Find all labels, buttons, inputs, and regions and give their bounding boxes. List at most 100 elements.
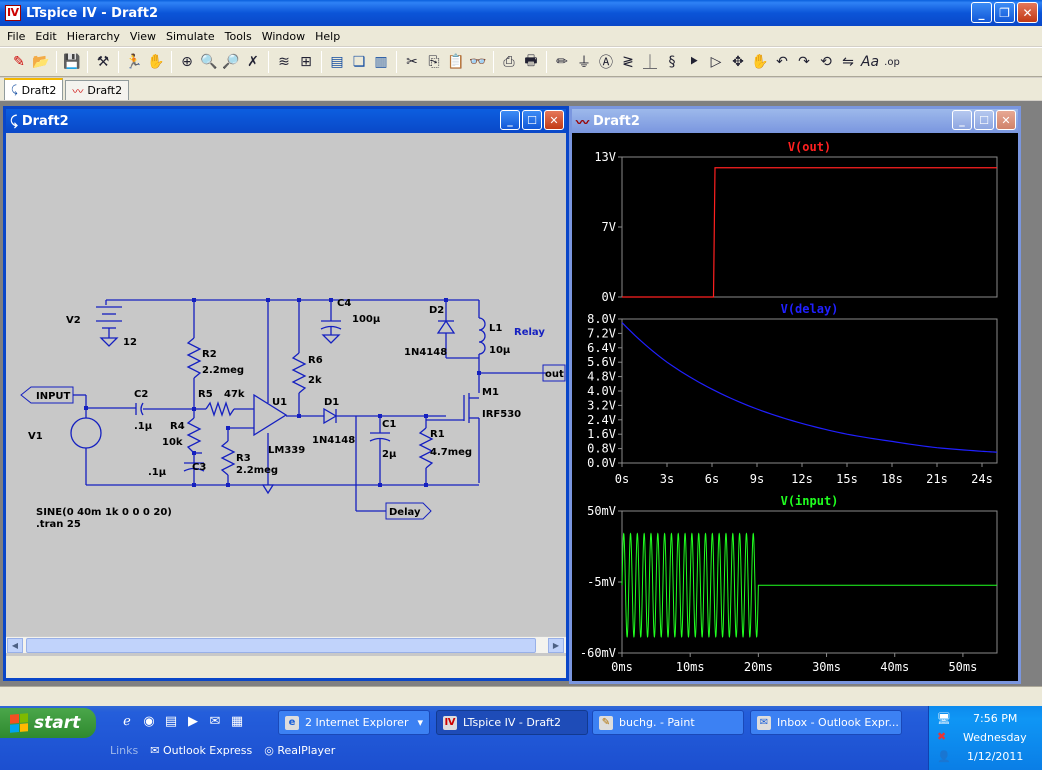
circuit-diagram[interactable]: V2 12 C4 100µ D2 1N4148 L1 10µ Relay out… — [6, 133, 566, 656]
zoom-in-icon[interactable]: 🔍 — [200, 54, 218, 70]
undo-icon[interactable]: ↶ — [776, 54, 788, 70]
draw-wire-icon[interactable]: ✏ — [556, 54, 568, 70]
restore-button[interactable]: ❐ — [994, 2, 1015, 23]
label-L1[interactable]: L1 — [489, 323, 502, 334]
menu-tools[interactable]: Tools — [224, 29, 252, 43]
alert-icon[interactable]: ✖ — [937, 730, 947, 743]
menu-edit[interactable]: Edit — [35, 29, 57, 43]
copy-icon[interactable]: ⎘ — [428, 54, 440, 70]
label-C4[interactable]: C4 — [337, 298, 351, 309]
label-R1[interactable]: R1 — [430, 429, 445, 440]
waveform-maximize-button[interactable]: ☐ — [974, 110, 994, 130]
run-icon[interactable]: 🏃 — [125, 54, 143, 70]
scroll-thumb[interactable] — [26, 638, 536, 653]
schematic-minimize-button[interactable]: _ — [500, 110, 520, 130]
schematic-maximize-button[interactable]: ☐ — [522, 110, 542, 130]
media-icon[interactable]: ▶ — [188, 713, 198, 729]
task-internet-explorer[interactable]: e 2 Internet Explorer ▾ — [278, 710, 430, 735]
waveform-close-button[interactable]: ✕ — [996, 110, 1016, 130]
diode-icon[interactable]: ⯈ — [688, 54, 700, 70]
mirror-icon[interactable]: ⇋ — [842, 54, 854, 70]
task-paint[interactable]: ✎ buchg. - Paint — [592, 710, 744, 735]
print-icon[interactable]: 🖶 — [524, 53, 538, 69]
zoom-out-icon[interactable]: 🔎 — [222, 54, 240, 70]
label-net-icon[interactable]: Ⓐ — [599, 55, 613, 71]
start-button[interactable]: start — [0, 708, 96, 738]
label-C3[interactable]: C3 — [192, 462, 206, 473]
menu-hierarchy[interactable]: Hierarchy — [66, 29, 120, 43]
text-icon[interactable]: Aa — [860, 54, 880, 70]
label-V1[interactable]: V1 — [28, 431, 43, 442]
inductor-icon[interactable]: § — [668, 54, 676, 70]
spice-directive-icon[interactable]: .op — [884, 56, 900, 68]
link-realplayer[interactable]: ◎ RealPlayer — [264, 744, 336, 757]
link-outlook-express[interactable]: ✉ Outlook Express — [150, 744, 253, 757]
paint-icon[interactable]: ▦ — [230, 713, 244, 729]
clock-time[interactable]: 7:56 PM — [973, 712, 1018, 725]
drag-icon[interactable]: ✋ — [751, 54, 769, 70]
tab-waveform[interactable]: 〰 Draft2 — [65, 80, 130, 100]
tile-vertical-icon[interactable]: ▥ — [374, 54, 388, 70]
autorange-icon[interactable]: ≋ — [278, 54, 290, 70]
label-V2[interactable]: V2 — [66, 315, 81, 326]
waveform-minimize-button[interactable]: _ — [952, 110, 972, 130]
label-R4[interactable]: R4 — [170, 421, 185, 432]
spice-directive-tran[interactable]: .tran 25 — [36, 519, 81, 530]
save-icon[interactable]: 💾 — [63, 54, 81, 70]
grid-icon[interactable]: ⊞ — [300, 54, 312, 70]
move-icon[interactable]: ✥ — [732, 54, 744, 70]
label-input-net[interactable]: INPUT — [36, 391, 71, 402]
capacitor-icon[interactable]: ⏊ — [643, 55, 657, 71]
label-R3[interactable]: R3 — [236, 453, 251, 464]
cut-icon[interactable]: ✂ — [406, 54, 418, 70]
cascade-icon[interactable]: ❏ — [352, 54, 366, 70]
rotate-icon[interactable]: ⟲ — [820, 54, 832, 70]
tab-schematic[interactable]: ⤹ Draft2 — [4, 78, 64, 100]
label-D1[interactable]: D1 — [324, 397, 339, 408]
label-M1[interactable]: M1 — [482, 387, 499, 398]
schematic-canvas[interactable]: V2 12 C4 100µ D2 1N4148 L1 10µ Relay out… — [6, 133, 566, 656]
menu-view[interactable]: View — [129, 29, 157, 43]
print-setup-icon[interactable]: ⎙ — [503, 54, 515, 70]
open-icon[interactable]: 📂 — [32, 54, 50, 70]
zoom-area-icon[interactable]: ⊕ — [181, 54, 193, 70]
find-icon[interactable]: 👓 — [469, 54, 487, 70]
menu-simulate[interactable]: Simulate — [166, 29, 215, 43]
menu-window[interactable]: Window — [261, 29, 306, 43]
task-ltspice[interactable]: Ⅳ LTspice IV - Draft2 — [436, 710, 588, 735]
halt-icon[interactable]: ✋ — [147, 54, 165, 70]
label-R2[interactable]: R2 — [202, 349, 217, 360]
folder-icon[interactable]: ▤ — [164, 713, 178, 729]
menu-file[interactable]: File — [7, 29, 26, 43]
user-icon[interactable]: 👤 — [937, 750, 951, 763]
ie-icon[interactable]: ℯ — [123, 713, 131, 729]
label-C1[interactable]: C1 — [382, 419, 396, 430]
schematic-close-button[interactable]: ✕ — [544, 110, 564, 130]
label-R5[interactable]: R5 — [198, 389, 213, 400]
label-R6[interactable]: R6 — [308, 355, 323, 366]
network-icon[interactable]: 🖥 — [937, 712, 951, 725]
component-icon[interactable]: ▷ — [710, 54, 722, 70]
label-U1[interactable]: U1 — [272, 397, 287, 408]
label-C2[interactable]: C2 — [134, 389, 148, 400]
browser-icon[interactable]: ◉ — [143, 713, 155, 729]
outlook-icon[interactable]: ✉ — [209, 713, 221, 729]
scroll-right-button[interactable]: ▶ — [548, 638, 564, 653]
redo-icon[interactable]: ↷ — [798, 54, 810, 70]
resistor-icon[interactable]: ≷ — [622, 54, 634, 70]
schematic-hscrollbar[interactable]: ◀ ▶ — [6, 636, 566, 653]
menu-help[interactable]: Help — [315, 29, 341, 43]
close-button[interactable]: ✕ — [1017, 2, 1038, 23]
waveform-plots[interactable]: V(out)13V7V0VV(delay)8.0V7.2V6.4V5.6V4.8… — [572, 133, 1018, 681]
label-out-net[interactable]: out — [545, 369, 564, 380]
label-delay-net[interactable]: Delay — [389, 507, 421, 518]
control-panel-icon[interactable]: ⚒ — [96, 54, 110, 70]
minimize-button[interactable]: _ — [971, 2, 992, 23]
ground-icon[interactable]: ⏚ — [577, 55, 591, 71]
tile-horizontal-icon[interactable]: ▤ — [330, 54, 344, 70]
new-schematic-icon[interactable]: ✎ — [13, 54, 25, 70]
scroll-left-button[interactable]: ◀ — [7, 638, 23, 653]
spice-directive-sine[interactable]: SINE(0 40m 1k 0 0 0 20) — [36, 507, 172, 518]
label-D2[interactable]: D2 — [429, 305, 444, 316]
